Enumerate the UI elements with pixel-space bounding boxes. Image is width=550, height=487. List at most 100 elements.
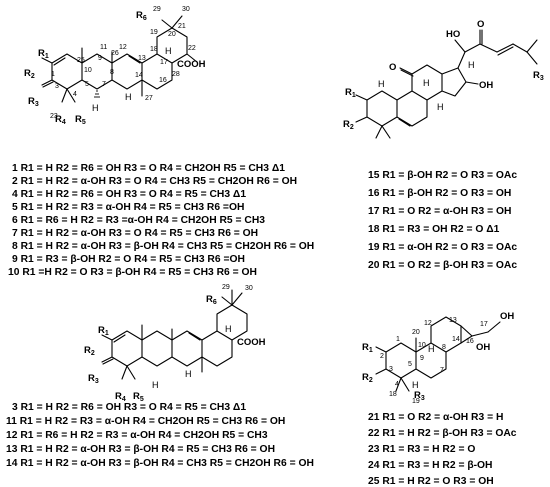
compound-number: 17 [368,206,382,217]
substituent-definition: R1 = R3 = β-OH R2 = O R4 = R5 = CH3 R6 =… [21,254,245,265]
compound-number: 13 [6,444,20,455]
substituent-definition: R1 = H R2 = R3 = α-OH R4 = CH2OH R5 = CH… [20,416,286,427]
svg-text:25: 25 [77,57,85,64]
substituent-definition: R1 = O R2 = α-OH R3 = H [382,412,503,423]
svg-text:17: 17 [480,321,488,328]
substituent-definition: R1 = H R2 = R6 = OH R3 = O R4 = R5 = CH3… [21,189,247,200]
substituent-definition: R1 =H R2 = O R3 = β-OH R4 = R5 = CH3 R6 … [22,267,257,278]
legend-entry-12: 12 R1 = R6 = H R2 = R3 = α-OH R4 = CH2OH… [6,430,268,441]
compound-number: 10 [8,267,22,278]
svg-text:9: 9 [98,55,102,62]
compound-number: 8 [12,241,21,252]
substituent-definition: R1 = H R2 = β-OH R3 = OAc [382,428,516,439]
legend-entry-1: 1 R1 = H R2 = R6 = OH R3 = O R4 = CH2OH … [12,163,285,174]
structure-cucurbitane-2: R1 R2 R3 O O HO OH H H H H [343,19,544,139]
compound-number: 12 [6,430,20,441]
r3-label: R3 [28,96,39,108]
svg-text:30: 30 [245,285,253,292]
cooh-label: COOH [177,59,206,70]
svg-text:10: 10 [418,342,426,349]
h-label-c: H [225,324,232,334]
r1-label: R1 [362,342,373,354]
substituent-definition: R1 = α-OH R2 = O R3 = OAc [382,242,517,253]
h-label-d: H [468,60,475,70]
h-label-b: H [412,380,419,390]
r1-label: R1 [38,48,49,60]
r6-label: R6 [206,294,217,306]
substituent-definition: R1 = H R2 = O R3 = OH [382,476,493,487]
svg-text:20: 20 [412,329,420,336]
compound-number: 3 [12,402,21,413]
ketone-o-label: O [389,62,396,73]
svg-text:1: 1 [396,336,400,343]
svg-text:7: 7 [102,81,106,88]
legend-block-3: 3 R1 = H R2 = R6 = OH R3 = O R4 = R5 = C… [6,402,314,469]
compound-number: 5 [12,202,21,213]
compound-number: 23 [368,444,382,455]
legend-entry-13: 13 R1 = H R2 = α-OH R3 = β-OH R4 = R5 = … [6,444,275,455]
r4-label: R4 [115,391,126,403]
svg-text:19: 19 [150,29,158,36]
h-label-b: H [437,102,444,112]
legend-entry-7: 7 R1 = H R2 = α-OH R3 = O R4 = R5 = CH3 … [12,228,258,239]
compound-number: 19 [368,242,382,253]
legend-entry-16: 16 R1 = β-OH R2 = O R3 = OH [368,188,511,199]
svg-text:8: 8 [110,69,114,76]
substituent-definition: R1 = H R2 = α-OH R3 = β-OH R4 = CH3 R5 =… [20,458,314,469]
legend-entry-19: 19 R1 = α-OH R2 = O R3 = OAc [368,242,517,253]
svg-text:18: 18 [150,46,158,53]
substituent-definition: R1 = R6 = H R2 = R3 =α-OH R4 = CH2OH R5 … [21,215,266,226]
r3-label: R3 [414,390,425,402]
svg-text:20: 20 [168,31,176,38]
substituent-definition: R1 = H R2 = R6 = OH R3 = O R4 = CH2OH R5… [21,163,286,174]
substituent-definition: R1 = β-OH R2 = O R3 = OH [382,188,511,199]
substituent-definition: R1 = H R2 = α-OH R3 = O R4 = CH3 R5 = CH… [21,176,297,187]
compound-number: 16 [368,188,382,199]
legend-entry-21: 21 R1 = O R2 = α-OH R3 = H [368,412,503,423]
svg-text:3: 3 [389,366,393,373]
svg-text:26: 26 [111,50,119,57]
compound-number: 11 [6,416,20,427]
h-label-a: H [92,103,99,113]
substituent-definition: R1 = R3 = H R2 = β-OH [382,460,492,471]
compound-number: 2 [12,176,21,187]
legend-entry-6: 6 R1 = R6 = H R2 = R3 =α-OH R4 = CH2OH R… [12,215,265,226]
legend-entry-11: 11 R1 = H R2 = R3 = α-OH R4 = CH2OH R5 =… [6,416,285,427]
svg-text:5: 5 [408,361,412,368]
compound-number: 18 [368,224,382,235]
svg-text:14: 14 [135,72,143,79]
svg-text:13: 13 [449,317,457,324]
svg-text:5: 5 [85,81,89,88]
substituent-definition: R1 = H R2 = α-OH R3 = β-OH R4 = CH3 R5 =… [21,241,315,252]
h-label-b: H [185,369,192,379]
r1-label: R1 [98,325,109,337]
substituent-definition: R1 = R3 = OH R2 = O Δ1 [382,224,499,235]
compound-number: 14 [6,458,20,469]
compound-number: 22 [368,428,382,439]
legend-entry-2: 2 R1 = H R2 = α-OH R3 = O R4 = CH3 R5 = … [12,176,297,187]
r1-label: R1 [345,87,356,99]
legend-entry-15: 15 R1 = β-OH R2 = O R3 = OAc [368,170,517,181]
legend-entry-9: 9 R1 = R3 = β-OH R2 = O R4 = R5 = CH3 R6… [12,254,245,265]
legend-entry-17: 17 R1 = O R2 = α-OH R3 = OH [368,206,511,217]
r6-label: R6 [136,10,147,22]
svg-text:9: 9 [420,355,424,362]
compound-number: 15 [368,170,382,181]
svg-text:27: 27 [145,95,153,102]
legend-entry-23: 23 R1 = R3 = H R2 = O [368,444,475,455]
h-label-a: H [378,79,385,89]
svg-text:18: 18 [389,391,397,398]
compound-number: 7 [12,228,21,239]
svg-text:4: 4 [395,381,399,388]
h-label-a: H [152,380,159,390]
svg-text:14: 14 [452,336,460,343]
svg-text:29: 29 [222,284,230,291]
legend-entry-24: 24 R1 = R3 = H R2 = β-OH [368,460,492,471]
legend-entry-20: 20 R1 = O R2 = β-OH R3 = OAc [368,260,517,271]
h-label-c: H [165,46,172,56]
legend-entry-22: 22 R1 = H R2 = β-OH R3 = OAc [368,428,517,439]
legend-block-2: 15 R1 = β-OH R2 = O R3 = OAc 16 R1 = β-O… [368,170,517,271]
